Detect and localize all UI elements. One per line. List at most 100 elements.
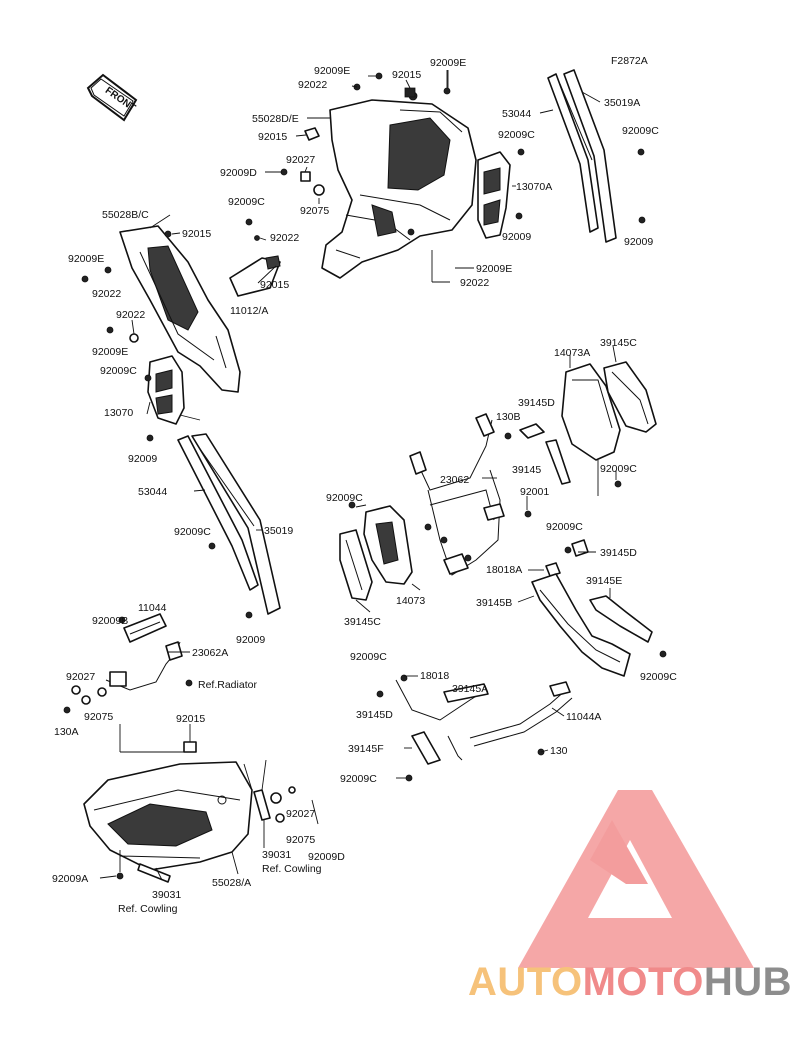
- part-label: 39145D: [356, 709, 393, 721]
- part-label: 92027: [286, 808, 315, 820]
- part-label: 92009C: [228, 196, 265, 208]
- part-label: 39031: [262, 849, 291, 861]
- part-label: 92022: [298, 79, 327, 91]
- part-label: 11044A: [566, 711, 601, 723]
- watermark-logo-icon: [518, 790, 754, 968]
- part-label: 92009D: [220, 167, 257, 179]
- part-label: 92009: [502, 231, 531, 243]
- part-label: 92009C: [498, 129, 535, 141]
- part-label: 23062A: [192, 647, 228, 659]
- figure-code: F2872A: [611, 55, 648, 67]
- part-label: Ref. Cowling: [118, 903, 178, 915]
- part-label: 39145C: [600, 337, 637, 349]
- part-label: 92009B: [92, 615, 128, 627]
- upper-fairing-panel: [321, 91, 477, 279]
- part-label: 92009C: [174, 526, 211, 538]
- part-label: 92027: [66, 671, 95, 683]
- bracket-13070: [144, 355, 185, 442]
- watermark-hub: HUB: [703, 960, 793, 1004]
- hoses-39145B-E: [531, 573, 667, 677]
- part-label: 92009C: [326, 492, 363, 504]
- front-arrow-icon: FRONT: [86, 73, 137, 122]
- part-label: 13070A: [516, 181, 552, 193]
- part-label: 92009C: [600, 463, 637, 475]
- part-labels: 92009E 92022 92015 92009E 55028D/E 92015…: [52, 57, 677, 915]
- part-label: 92009C: [640, 671, 677, 683]
- trim-strips-lower: [177, 433, 281, 619]
- part-label: 92009C: [546, 521, 583, 533]
- part-label: 92022: [460, 277, 489, 289]
- part-label: 92009E: [476, 263, 512, 275]
- part-label: 92009E: [92, 346, 128, 358]
- part-label: 92009: [624, 236, 653, 248]
- watermark-auto: AUTO: [468, 960, 583, 1004]
- part-label: 92022: [270, 232, 299, 244]
- part-label: 39145C: [344, 616, 381, 628]
- part-label: 53044: [138, 486, 167, 498]
- under-cowl-panel: [83, 741, 296, 883]
- part-label: 55028/A: [212, 877, 251, 889]
- part-label: 92009C: [340, 773, 377, 785]
- top-hardware: [280, 70, 451, 196]
- bracket-13070A: [477, 148, 525, 239]
- part-label: 92022: [116, 309, 145, 321]
- part-label: 92015: [258, 131, 287, 143]
- part-label: 92075: [286, 834, 315, 846]
- small-parts-center-right: [504, 423, 589, 577]
- watermark-moto: MOTO: [582, 960, 704, 1004]
- part-label: 13070: [104, 407, 133, 419]
- part-label: 18018A: [486, 564, 522, 576]
- part-label: 92027: [286, 154, 315, 166]
- part-label: 92009A: [52, 873, 88, 885]
- leader-lines: [99, 70, 617, 881]
- part-label: 39145D: [600, 547, 637, 559]
- part-label: 11044: [138, 602, 167, 614]
- part-label: 92001: [520, 486, 549, 498]
- part-label: 55028B/C: [102, 209, 149, 221]
- part-label: 92022: [92, 288, 121, 300]
- part-label: 35019A: [604, 97, 640, 109]
- part-label: 92015: [392, 69, 421, 81]
- left-hardware: [81, 266, 139, 343]
- part-label: 92075: [84, 711, 113, 723]
- part-label: 92009: [236, 634, 265, 646]
- bracket-18018-11044A: [376, 674, 573, 782]
- part-label: 92009C: [100, 365, 137, 377]
- part-label: 92015: [182, 228, 211, 240]
- part-label: 23062: [440, 474, 469, 486]
- part-label: 92015: [260, 279, 289, 291]
- part-label: 39145D: [518, 397, 555, 409]
- part-label: 92009E: [430, 57, 466, 69]
- part-label: 92009: [128, 453, 157, 465]
- part-label: 14073A: [554, 347, 590, 359]
- part-label: 92075: [300, 205, 329, 217]
- part-label: 92009E: [68, 253, 104, 265]
- part-label: 11012/A: [230, 305, 268, 317]
- part-label: 39145: [512, 464, 541, 476]
- trim-strips-upper: [547, 69, 646, 243]
- part-label: 18018: [420, 670, 449, 682]
- part-label: 130A: [54, 726, 79, 738]
- part-label: Ref. Cowling: [262, 863, 322, 875]
- part-label: Ref.Radiator: [198, 679, 257, 691]
- duct-14073A: [561, 361, 657, 488]
- part-label: 35019: [264, 525, 293, 537]
- part-label: 55028D/E: [252, 113, 299, 125]
- part-label: 92015: [176, 713, 205, 725]
- part-label: 53044: [502, 108, 531, 120]
- part-label: 39145A: [452, 683, 488, 695]
- part-label: 39031: [152, 889, 181, 901]
- bracket-11012A: [229, 218, 281, 297]
- part-label: 39145F: [348, 743, 384, 755]
- part-label: 92009D: [308, 851, 345, 863]
- part-label: 14073: [396, 595, 425, 607]
- watermark-text: AUTOMOTOHUB: [468, 958, 792, 1006]
- part-label: 130B: [496, 411, 521, 423]
- part-label: 130: [550, 745, 568, 757]
- left-side-panel: [119, 225, 241, 393]
- bracket-11044-23062A: [63, 613, 193, 714]
- center-frame-23062: [409, 413, 505, 576]
- part-label: 39145B: [476, 597, 512, 609]
- duct-14073: [339, 501, 413, 601]
